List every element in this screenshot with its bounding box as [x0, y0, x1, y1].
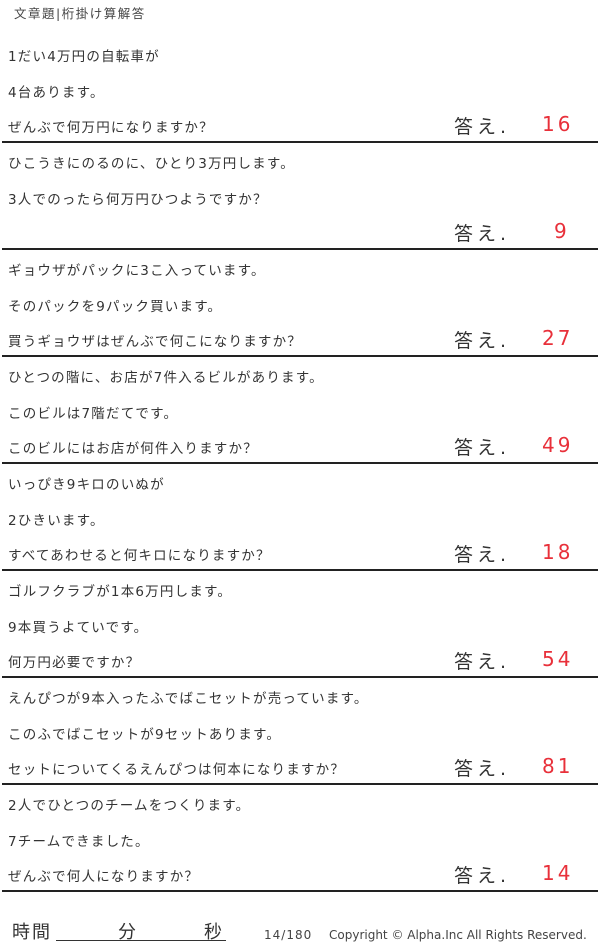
time-entry-line	[56, 940, 226, 941]
answer-label: 答え.	[454, 651, 511, 673]
problem-line: ぜんぶで何万円になりますか？	[8, 120, 214, 136]
answer-value: 27	[542, 326, 574, 350]
problem-line: セットについてくるえんぴつは何本になりますか？	[8, 762, 346, 778]
problem-line: このビルは7階だてです。	[8, 406, 179, 422]
problem-line: このビルにはお店が何件入りますか？	[8, 441, 258, 457]
problem-line: 1だい4万円の自転車が	[8, 49, 160, 65]
seconds-label: 秒	[204, 922, 222, 943]
problem-line: ぜんぶで何人になりますか？	[8, 869, 200, 885]
answer-label: 答え.	[454, 865, 511, 887]
answer-label: 答え.	[454, 116, 511, 138]
problem-line: 買うギョウザはぜんぶで何こになりますか？	[8, 334, 302, 350]
problem-line: 9本買うよていです。	[8, 620, 149, 636]
problem-line: えんぴつが9本入ったふでばこセットが売っています。	[8, 691, 369, 707]
problem-6: ゴルフクラブが1本6万円します。 9本買うよていです。 何万円必要ですか？ 答え…	[2, 571, 598, 678]
problem-line: 何万円必要ですか？	[8, 655, 141, 671]
minutes-label: 分	[118, 922, 136, 943]
problem-line: 3人でのったら何万円ひつようですか？	[8, 192, 268, 208]
problem-line: すべてあわせると何キロになりますか？	[8, 548, 271, 564]
page-number: 14/180	[264, 928, 313, 942]
answer-value: 49	[542, 433, 574, 457]
problem-line: ゴルフクラブが1本6万円します。	[8, 584, 233, 600]
problem-line: 7チームできました。	[8, 834, 150, 850]
answer-label: 答え.	[454, 544, 511, 566]
problem-line: 4台あります。	[8, 85, 105, 101]
problem-1: 1だい4万円の自転車が 4台あります。 ぜんぶで何万円になりますか？ 答え. 1…	[2, 36, 598, 143]
answer-value: 54	[542, 647, 574, 671]
problem-3: ギョウザがパックに3こ入っています。 そのパックを9パック買います。 買うギョウ…	[2, 250, 598, 357]
problem-line: ひとつの階に、お店が7件入るビルがあります。	[8, 370, 324, 386]
time-label: 時間	[12, 922, 52, 943]
answer-label: 答え.	[454, 223, 511, 245]
answer-value: 81	[542, 754, 574, 778]
answer-value: 16	[542, 112, 574, 136]
answer-label: 答え.	[454, 758, 511, 780]
problem-line: ギョウザがパックに3こ入っています。	[8, 263, 266, 279]
answer-label: 答え.	[454, 437, 511, 459]
worksheet-title: 文章題|桁掛け算解答	[14, 6, 146, 21]
problem-8: 2人でひとつのチームをつくります。 7チームできました。 ぜんぶで何人になります…	[2, 785, 598, 892]
problem-line: 2人でひとつのチームをつくります。	[8, 798, 251, 814]
answer-label: 答え.	[454, 330, 511, 352]
problem-2: ひこうきにのるのに、ひとり3万円します。 3人でのったら何万円ひつようですか？ …	[2, 143, 598, 250]
copyright-notice: Copyright © Alpha.Inc All Rights Reserve…	[329, 928, 587, 942]
problem-7: えんぴつが9本入ったふでばこセットが売っています。 このふでばこセットが9セット…	[2, 678, 598, 785]
answer-value: 18	[542, 540, 574, 564]
problem-line: いっぴき9キロのいぬが	[8, 477, 165, 493]
problem-line: ひこうきにのるのに、ひとり3万円します。	[8, 156, 295, 172]
problem-line: そのパックを9パック買います。	[8, 299, 223, 315]
problem-5: いっぴき9キロのいぬが 2ひきいます。 すべてあわせると何キロになりますか？ 答…	[2, 464, 598, 571]
footer: 時間 分 秒 14/180 Copyright © Alpha.Inc All …	[0, 915, 600, 949]
problem-4: ひとつの階に、お店が7件入るビルがあります。 このビルは7階だてです。 このビル…	[2, 357, 598, 464]
problem-line: 2ひきいます。	[8, 513, 105, 529]
problem-line: このふでばこセットが9セットあります。	[8, 727, 282, 743]
answer-value: 9	[554, 219, 570, 243]
answer-value: 14	[542, 861, 574, 885]
